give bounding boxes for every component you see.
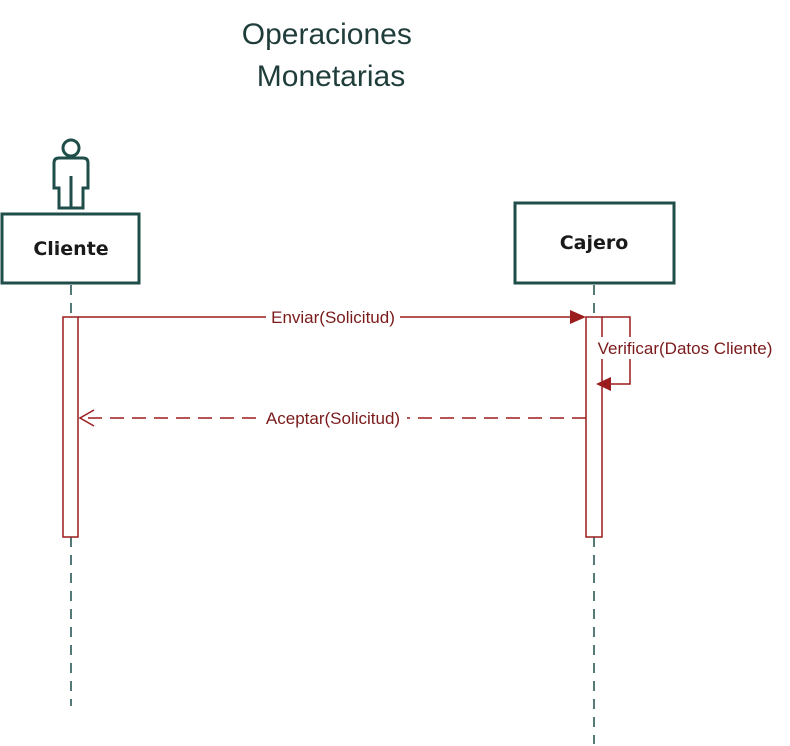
message-enviar[interactable]: Enviar(Solicitud) bbox=[78, 306, 586, 328]
message-verificar-label: Verificar(Datos Cliente) bbox=[598, 339, 773, 358]
activation-cliente bbox=[62, 316, 79, 538]
participant-cliente-label: Cliente bbox=[33, 238, 108, 260]
message-enviar-arrowhead bbox=[570, 310, 586, 324]
message-verificar-arrowhead bbox=[596, 377, 611, 391]
diagram-title: Operaciones Monetarias bbox=[242, 18, 420, 93]
message-verificar-label-bg bbox=[589, 337, 781, 359]
diagram-title-line-1: Operaciones bbox=[242, 18, 412, 51]
participant-cajero-label: Cajero bbox=[560, 232, 629, 254]
message-aceptar-label: Aceptar(Solicitud) bbox=[266, 409, 400, 428]
participant-cajero-box bbox=[513, 201, 676, 285]
participant-cajero[interactable]: Cajero bbox=[513, 201, 676, 285]
message-enviar-label: Enviar(Solicitud) bbox=[271, 308, 395, 327]
message-aceptar[interactable]: Aceptar(Solicitud) bbox=[78, 407, 586, 429]
diagram-title-line-2: Monetarias bbox=[257, 60, 405, 93]
message-enviar-label-bg bbox=[266, 306, 400, 328]
message-verificar[interactable]: Verificar(Datos Cliente) bbox=[589, 316, 781, 391]
participant-cliente[interactable]: Cliente bbox=[0, 212, 141, 285]
person-icon bbox=[52, 138, 90, 210]
activation-cajero bbox=[585, 316, 603, 538]
participant-cliente-box bbox=[0, 212, 141, 285]
message-aceptar-label-bg bbox=[259, 407, 407, 429]
message-aceptar-arrowhead bbox=[78, 409, 95, 427]
